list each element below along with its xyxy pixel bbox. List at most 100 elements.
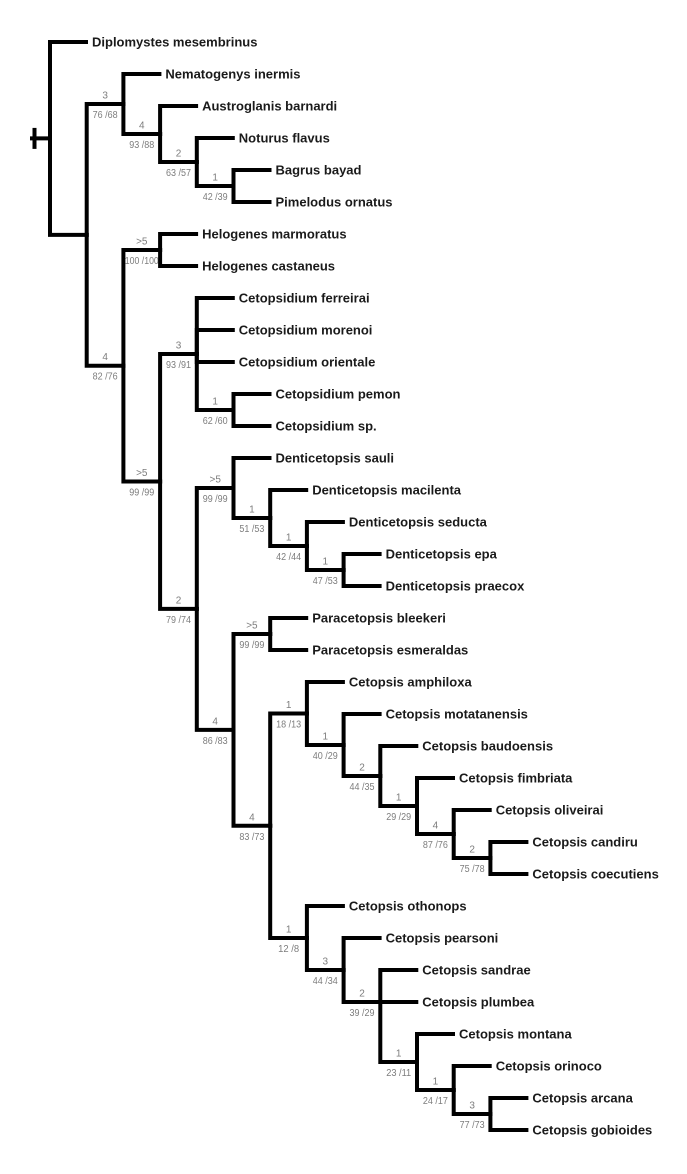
clade-branch [158, 479, 199, 611]
tip-branch [194, 328, 235, 356]
clade-branch [304, 544, 346, 572]
decay-index-label: 3 [469, 1101, 475, 1112]
tip-branch [194, 136, 235, 164]
decay-index-label: 3 [323, 957, 329, 968]
taxon-label: Austroglanis barnardi [202, 99, 337, 114]
decay-index-label: 2 [359, 989, 365, 1000]
clade-branch [194, 160, 236, 188]
taxon-label: Cetopsis orinoco [496, 1059, 602, 1074]
taxon-label: Cetopsis pearsoni [386, 931, 499, 946]
tip-branch [341, 568, 382, 588]
decay-index-label: 1 [249, 505, 255, 516]
taxon-label: Denticetopsis praecox [386, 579, 525, 594]
tip-branch [194, 296, 235, 356]
bootstrap-values-label: 44 /35 [350, 782, 375, 793]
bootstrap-values-label: 79 /74 [166, 615, 191, 626]
taxon-label: Denticetopsis macilenta [312, 483, 462, 498]
bootstrap-values-label: 24 /17 [423, 1096, 448, 1107]
clade-branch [231, 632, 273, 732]
tip-branch [488, 856, 529, 876]
taxon-label: Cetopsis oliveirai [496, 803, 604, 818]
bootstrap-values-label: 44 /34 [313, 976, 338, 987]
tip-branch [158, 104, 199, 136]
bootstrap-values-label: 29 /29 [386, 812, 411, 823]
taxon-label: Cetopsis sandrae [422, 963, 530, 978]
bootstrap-values-label: 42 /39 [203, 192, 228, 203]
taxon-label: Cetopsidium orientale [239, 355, 376, 370]
tip-branch [304, 680, 345, 716]
tip-branch [415, 776, 455, 808]
clade-branch [48, 136, 89, 237]
taxon-label: Helogenes marmoratus [202, 227, 347, 242]
clade-branch [158, 352, 199, 484]
decay-index-label: 1 [212, 397, 218, 408]
decay-index-label: 1 [286, 700, 292, 711]
taxon-label: Cetopsidium pemon [276, 387, 401, 402]
taxon-label: Denticetopsis seducta [349, 515, 488, 530]
decay-index-label: 2 [176, 595, 182, 606]
decay-index-label: 4 [139, 121, 145, 132]
taxon-label: Cetopsis coecutiens [532, 867, 658, 882]
tip-branch [268, 488, 309, 520]
bootstrap-values-label: 12 /8 [278, 944, 299, 955]
tip-branch [451, 808, 492, 836]
tip-branch [231, 408, 272, 428]
bootstrap-values-label: 75 /78 [460, 864, 485, 875]
clade-branch [194, 486, 236, 611]
clade-branch [121, 363, 163, 484]
tip-branch [194, 352, 235, 364]
decay-index-label: >5 [136, 237, 148, 248]
tip-branch [158, 232, 199, 252]
tip-branch [231, 456, 272, 490]
decay-index-label: >5 [136, 468, 148, 479]
bootstrap-values-label: 47 /53 [313, 576, 338, 587]
tip-branch [121, 72, 162, 106]
decay-index-label: 2 [359, 763, 365, 774]
taxon-label: Pimelodus ornatus [276, 195, 393, 210]
tip-branch [268, 616, 309, 636]
bootstrap-values-label: 62 /60 [203, 416, 228, 427]
taxon-label: Helogenes castaneus [202, 259, 335, 274]
taxon-label: Noturus flavus [239, 131, 330, 146]
clade-branch [451, 832, 493, 860]
tip-branch [341, 712, 382, 747]
bootstrap-values-label: 18 /13 [276, 720, 301, 731]
tip-branch [378, 968, 419, 1004]
decay-index-label: 4 [249, 812, 255, 823]
clade-branch [304, 711, 346, 747]
clade-branch [121, 248, 163, 368]
bootstrap-values-label: 93 /88 [129, 140, 154, 151]
bootstrap-values-label: 51 /53 [239, 524, 264, 535]
decay-index-label: >5 [209, 475, 221, 486]
tip-branch [488, 1096, 529, 1116]
taxon-label: Paracetopsis bleekeri [312, 611, 446, 626]
taxon-label: Cetopsis baudoensis [422, 739, 553, 754]
taxon-label: Bagrus bayad [276, 163, 362, 178]
taxon-label: Nematogenys inermis [165, 67, 300, 82]
clade-branch [415, 804, 456, 836]
tip-branch [158, 248, 199, 268]
decay-index-label: 1 [396, 793, 402, 804]
decay-index-label: 1 [286, 925, 292, 936]
bootstrap-values-label: 87 /76 [423, 840, 448, 851]
bootstrap-values-label: 100 /100 [125, 256, 159, 267]
clade-branch [341, 743, 383, 778]
clade-branch [84, 232, 126, 368]
clade-branch [158, 132, 199, 164]
decay-index-label: 3 [102, 91, 108, 102]
clade-branch [415, 1060, 456, 1092]
bootstrap-values-label: 86 /83 [203, 736, 228, 747]
tip-branch [304, 520, 345, 548]
taxon-label: Cetopsis fimbriata [459, 771, 573, 786]
clade-branch [268, 516, 309, 548]
bootstrap-values-label: 76 /68 [93, 110, 118, 121]
tip-branch [415, 1032, 455, 1064]
taxon-label: Denticetopsis sauli [276, 451, 394, 466]
taxon-label: Cetopsis motatanensis [386, 707, 528, 722]
tip-branch [304, 904, 345, 940]
bootstrap-values-label: 42 /44 [276, 552, 301, 563]
taxon-label: Denticetopsis epa [386, 547, 498, 562]
bootstrap-values-label: 23 /11 [386, 1068, 411, 1079]
taxon-label: Cetopsis montana [459, 1027, 572, 1042]
clade-branch [231, 727, 273, 828]
